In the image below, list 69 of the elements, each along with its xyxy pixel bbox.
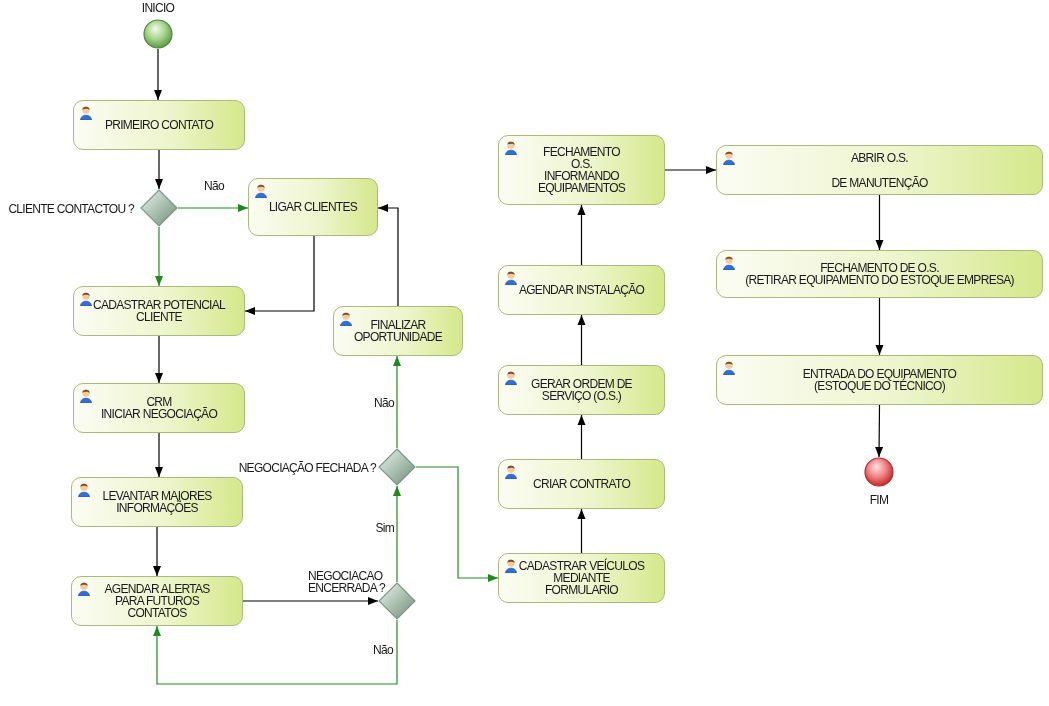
task-label: LIGAR CLIENTES (268, 201, 358, 213)
task-box (71, 477, 243, 527)
task-box (333, 306, 463, 356)
arrow (393, 355, 401, 449)
arrow (875, 404, 884, 458)
arrow (577, 414, 586, 460)
decision-diamond (140, 189, 178, 227)
arrow (393, 485, 401, 583)
arrow (577, 204, 586, 266)
task-label: CADASTRAR POTENCIAL CLIENTE (91, 299, 227, 323)
arrow (242, 597, 379, 605)
event-label: INICIO (140, 2, 176, 14)
task-label: (RETIRAR EQUIPAMENTO DO ESTOQUE EMPRESA) (745, 274, 1014, 286)
task-label: AGENDAR INSTALAÇÃO (518, 284, 645, 296)
task-box (73, 100, 245, 150)
edge-label: Não (372, 644, 394, 656)
arrow (154, 48, 162, 101)
arrow (244, 235, 315, 315)
task-box (716, 250, 1043, 298)
task-box (498, 265, 665, 315)
arrow (875, 194, 884, 251)
question-label: NEGOCIACAO ENCERRADA ? (308, 570, 387, 594)
arrow (377, 204, 399, 307)
task-label: ABRIR O.S. (851, 151, 908, 164)
end-circle (864, 457, 894, 487)
decision-diamond (378, 448, 416, 486)
task-label: DE MANUTENÇÃO (831, 176, 928, 189)
task-label: INICIAR NEGOCIAÇÃO (100, 408, 218, 420)
decision-diamond (378, 582, 416, 620)
task-label: FINALIZAR OPORTUNIDADE (352, 319, 444, 343)
edge-label: Não (203, 180, 225, 192)
task-label: ENTRADA DO EQUIPAMENTO (ESTOQUE DO TÉCNICO) (801, 368, 958, 392)
question-label: NEGOCIAÇÃO FECHADA ? (237, 462, 376, 474)
task-box (716, 355, 1043, 405)
arrow (577, 314, 586, 366)
arrow (155, 149, 163, 190)
start-circle (143, 19, 173, 49)
task-label: FECHAMENTO DE O.S. (820, 262, 939, 274)
task-label: CRIAR CONTRATO (532, 478, 631, 490)
task-box (248, 178, 378, 236)
task-box (71, 576, 243, 626)
task-label: FECHAMENTO O.S. INFORMANDO EQUIPAMENTOS (536, 146, 627, 194)
arrow (577, 508, 586, 554)
task-label: LEVANTAR MAIORES INFORMAÇÕES (101, 490, 213, 514)
question-label: CLIENTE CONTACTOU ? (7, 203, 134, 215)
arrow (153, 619, 398, 685)
edge-label: Não (373, 397, 395, 409)
task-label: CRM (146, 396, 172, 408)
task-label: PRIMEIRO CONTATO (104, 119, 214, 131)
task-box (498, 365, 665, 415)
arrow (875, 297, 884, 356)
arrow (153, 526, 161, 577)
arrow (664, 166, 717, 174)
task-box (498, 135, 665, 205)
arrow (415, 466, 499, 582)
task-box (498, 553, 665, 603)
arrow (155, 432, 163, 478)
arrow (177, 204, 249, 212)
edge-label: Sim (374, 522, 395, 534)
arrow (155, 226, 163, 287)
task-box (73, 383, 245, 433)
task-label: CADASTRAR VEÍCULOS MEDIANTE FORMULARIO (517, 560, 646, 596)
task-box (498, 459, 665, 509)
task-label: GERAR ORDEM DE SERVIÇO (O.S.) (530, 378, 633, 402)
event-label: FIM (868, 494, 890, 506)
task-label: AGENDAR ALERTAS PARA FUTUROS CONTATOS (103, 583, 211, 619)
task-box (716, 145, 1043, 195)
task-box (73, 286, 245, 336)
arrow (155, 335, 163, 384)
